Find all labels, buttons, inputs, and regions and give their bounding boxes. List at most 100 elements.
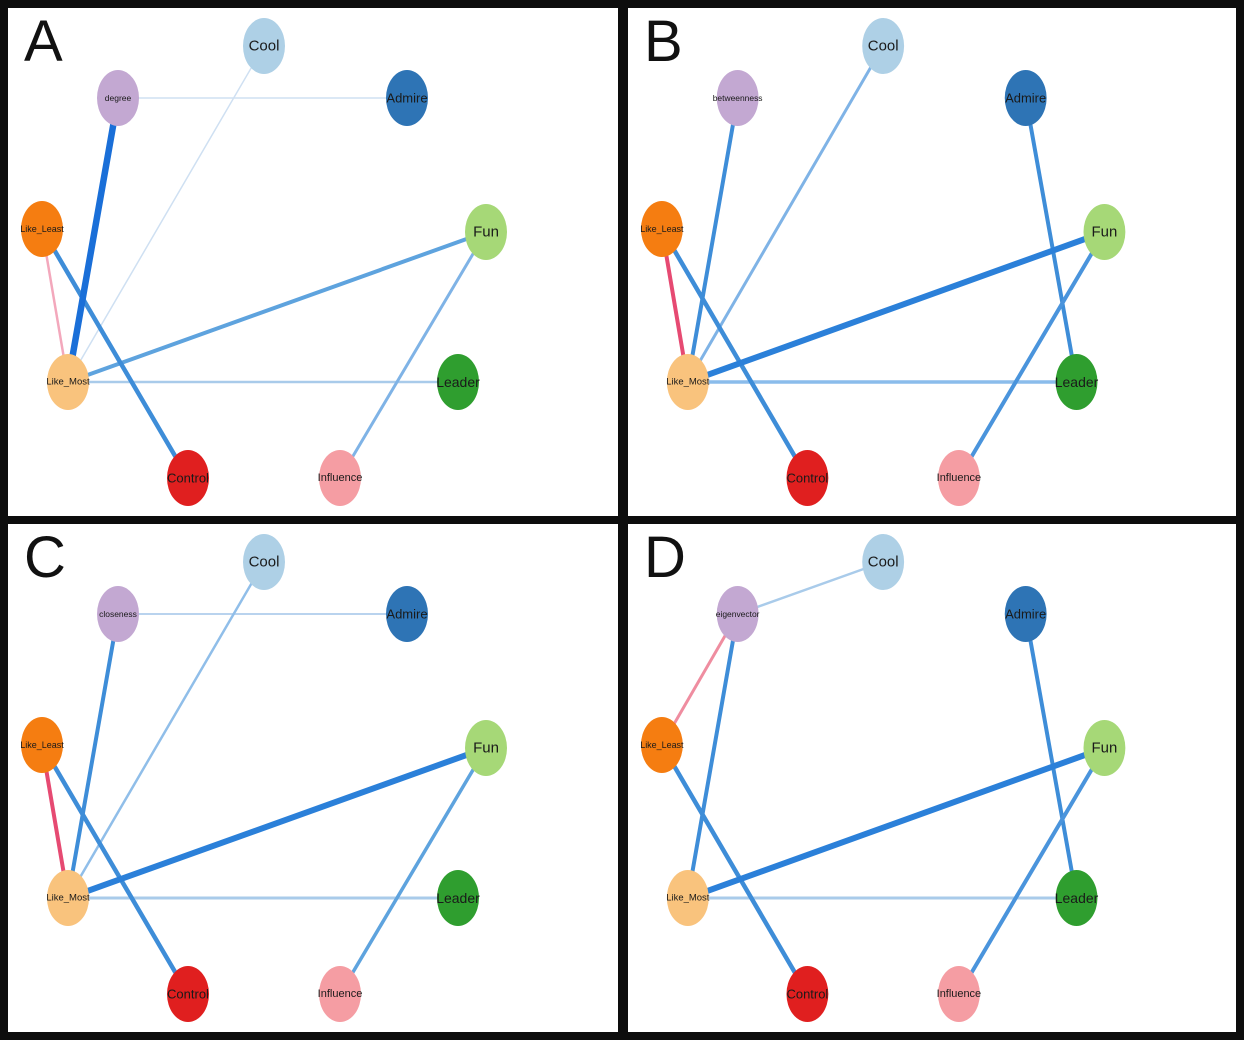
node-cool: Cool [862, 18, 905, 74]
node-fun: Fun [465, 720, 507, 776]
node-like_most: Like_Most [46, 870, 90, 926]
node-label: Admire [1005, 90, 1046, 105]
node-circle [786, 966, 829, 1022]
node-label: Admire [386, 607, 427, 622]
node-closeness: closeness [97, 586, 139, 642]
node-betweenness: betweenness [713, 70, 763, 126]
node-circle [465, 204, 507, 260]
edge-Fun-Influence [956, 746, 1107, 996]
node-like_least: Like_Least [640, 201, 684, 257]
node-like_most: Like_Most [46, 354, 90, 410]
node-eigenvector: eigenvector [716, 586, 760, 642]
node-circle [666, 870, 709, 926]
node-label: Cool [249, 554, 280, 571]
node-leader: Leader [436, 870, 480, 926]
edge-Like_Least-Control [659, 226, 810, 481]
node-label: closeness [99, 609, 137, 619]
node-label: Like_Most [46, 377, 90, 388]
edge-Admire-Leader [1023, 612, 1079, 900]
node-label: Like_Least [640, 740, 684, 750]
node-control: Control [786, 966, 828, 1022]
node-label: Leader [436, 890, 480, 906]
node-control: Control [167, 450, 209, 506]
node-leader: Leader [436, 354, 480, 410]
node-circle [167, 966, 209, 1022]
node-circle [437, 870, 479, 926]
node-admire: Admire [386, 586, 428, 642]
node-label: Like_Least [640, 224, 684, 234]
node-circle [640, 201, 683, 257]
node-label: Influence [318, 472, 363, 484]
node-leader: Leader [1055, 354, 1099, 410]
node-circle [1055, 354, 1098, 410]
node-circle [319, 450, 361, 506]
edge-Like_Most-Fun [66, 230, 488, 384]
node-label: Control [167, 471, 209, 486]
edge-Like_Least-Control [39, 742, 191, 997]
node-control: Control [786, 450, 828, 506]
edge-centrality-Like_Most [66, 612, 120, 900]
node-fun: Fun [1083, 204, 1126, 260]
node-label: Fun [1092, 739, 1118, 756]
node-influence: Influence [937, 450, 981, 506]
node-label: Control [787, 986, 829, 1001]
node-label: degree [105, 93, 132, 103]
node-label: Leader [1055, 890, 1099, 906]
node-cool: Cool [243, 534, 285, 590]
node-circle [716, 586, 759, 642]
node-admire: Admire [386, 70, 428, 126]
node-label: Cool [249, 38, 280, 55]
node-circle [97, 70, 139, 126]
node-circle [640, 717, 683, 773]
node-label: Influence [937, 472, 981, 484]
node-circle [1055, 870, 1098, 926]
node-fun: Fun [465, 204, 507, 260]
node-leader: Leader [1055, 870, 1099, 926]
node-circle [21, 201, 63, 257]
node-circle [167, 450, 209, 506]
node-circle [1083, 204, 1126, 260]
node-circle [47, 870, 89, 926]
node-circle [97, 586, 139, 642]
node-label: Like_Least [20, 224, 64, 234]
edge-centrality-Cool [736, 560, 885, 616]
node-like_least: Like_Least [20, 717, 64, 773]
node-cool: Cool [862, 534, 905, 590]
node-circle [437, 354, 479, 410]
node-like_most: Like_Most [666, 354, 710, 410]
node-circle [319, 966, 361, 1022]
node-label: betweenness [713, 93, 763, 103]
node-label: eigenvector [716, 609, 760, 619]
node-circle [243, 18, 285, 74]
edge-Like_Most-Fun [684, 745, 1108, 901]
node-label: Fun [1092, 223, 1118, 240]
node-circle [937, 450, 980, 506]
node-label: Influence [937, 988, 981, 1000]
node-circle [243, 534, 285, 590]
node-admire: Admire [1004, 70, 1047, 126]
node-circle [666, 354, 709, 410]
node-label: Leader [436, 374, 480, 390]
edge-Admire-Leader [1023, 96, 1079, 384]
node-like_least: Like_Least [20, 201, 64, 257]
node-circle [1004, 586, 1047, 642]
node-influence: Influence [318, 966, 362, 1022]
node-circle [386, 70, 428, 126]
node-label: Like_Most [666, 376, 709, 387]
node-influence: Influence [318, 450, 363, 506]
node-degree: degree [97, 70, 139, 126]
node-circle [937, 966, 980, 1022]
node-label: Control [167, 987, 209, 1002]
edge-Fun-Influence [338, 230, 488, 480]
node-admire: Admire [1004, 586, 1047, 642]
node-label: Like_Most [666, 892, 709, 903]
node-circle [47, 354, 89, 410]
node-label: Like_Most [46, 893, 90, 904]
node-circle [862, 18, 905, 74]
node-circle [465, 720, 507, 776]
